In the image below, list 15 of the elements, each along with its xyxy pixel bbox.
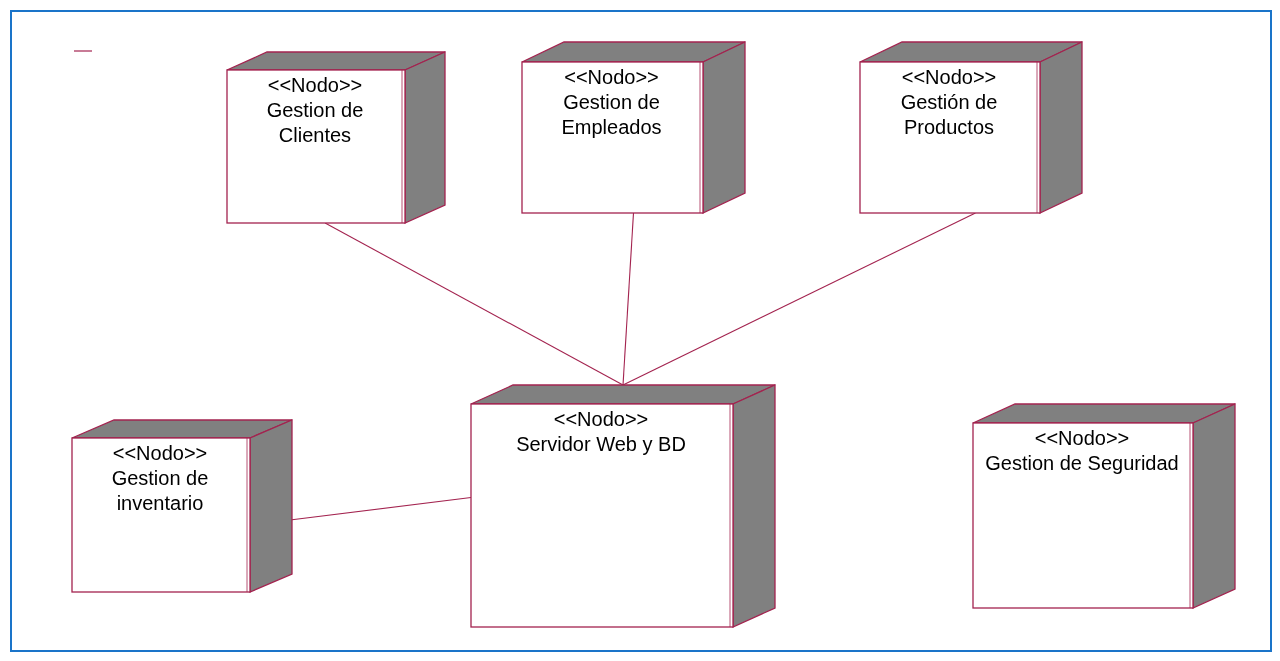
connector-line	[622, 212, 976, 386]
stereotype-label: <<Nodo>>	[900, 65, 998, 90]
stereotype-label: <<Nodo>>	[266, 73, 364, 98]
stereotype-label: <<Nodo>>	[552, 407, 650, 432]
node-name: Gestión de Productos	[899, 90, 999, 140]
stereotype-label: <<Nodo>>	[563, 65, 660, 90]
connector-line	[622, 212, 635, 386]
stereotype-label: <<Nodo>>	[111, 441, 209, 466]
node-name: Gestion de inventario	[110, 466, 210, 516]
stereotype-label: <<Nodo>>	[1033, 426, 1131, 451]
connector-line	[324, 222, 624, 386]
node-name: Servidor Web y BD	[515, 432, 687, 457]
node-name: Gestion de Clientes	[265, 98, 365, 148]
node-name: Gestion de Seguridad	[984, 451, 1180, 476]
node-name: Gestion de Empleados	[560, 90, 663, 140]
